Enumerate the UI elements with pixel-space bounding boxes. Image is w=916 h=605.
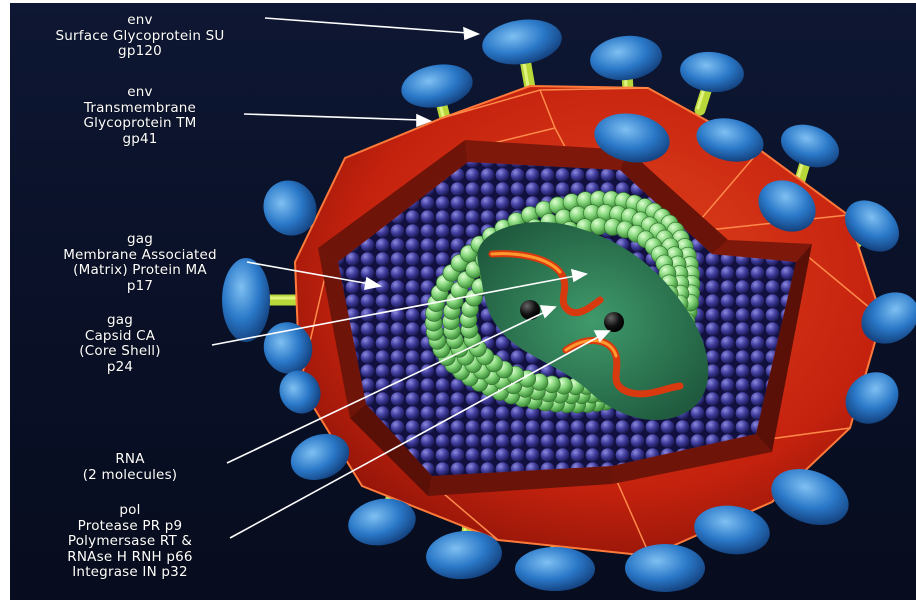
label-env-su-line-2: Surface Glycoprotein SU (20, 29, 260, 45)
spike-head (678, 49, 746, 95)
label-pol-line-4: RNAse H RNH p66 (20, 550, 240, 566)
spike-head (398, 59, 476, 113)
label-gag-ca-line-4: p24 (20, 360, 220, 376)
label-env-tm-line-2: Transmembrane (20, 101, 260, 117)
label-env-tm-line-4: gp41 (20, 132, 260, 148)
label-env-su-line-3: gp120 (20, 44, 260, 60)
spike-head (775, 117, 845, 175)
label-gag-ca: gag Capsid CA (Core Shell) p24 (20, 313, 220, 375)
label-pol: pol Protease PR p9 Polymersase RT & RNAs… (20, 503, 240, 581)
label-env-su: env Surface Glycoprotein SU gp120 (20, 13, 260, 60)
spike-head (588, 32, 664, 83)
label-gag-ca-line-1: gag (20, 313, 220, 329)
label-gag-ca-line-2: Capsid CA (20, 329, 220, 345)
label-pol-line-2: Protease PR p9 (20, 519, 240, 535)
label-pol-line-1: pol (20, 503, 240, 519)
label-rna-line-2: (2 molecules) (20, 468, 240, 484)
label-rna: RNA (2 molecules) (20, 452, 240, 483)
label-env-su-line-1: env (20, 13, 260, 29)
spike-head (625, 544, 705, 592)
label-env-tm: env Transmembrane Glycoprotein TM gp41 (20, 85, 260, 147)
spike-head (479, 15, 564, 70)
label-gag-ma: gag Membrane Associated (Matrix) Protein… (20, 232, 260, 294)
label-pol-line-3: Polymersase RT & (20, 534, 240, 550)
label-gag-ma-line-4: p17 (20, 279, 260, 295)
arrow-env-tm (244, 114, 420, 120)
label-gag-ma-line-2: Membrane Associated (20, 248, 260, 264)
label-gag-ma-line-1: gag (20, 232, 260, 248)
label-rna-line-1: RNA (20, 452, 240, 468)
label-env-tm-line-3: Glycoprotein TM (20, 116, 260, 132)
arrow-env-su (265, 18, 468, 33)
label-pol-line-5: Integrase IN p32 (20, 565, 240, 581)
label-gag-ma-line-3: (Matrix) Protein MA (20, 263, 260, 279)
spike-head (515, 547, 595, 591)
label-env-tm-line-1: env (20, 85, 260, 101)
label-gag-ca-line-3: (Core Shell) (20, 344, 220, 360)
